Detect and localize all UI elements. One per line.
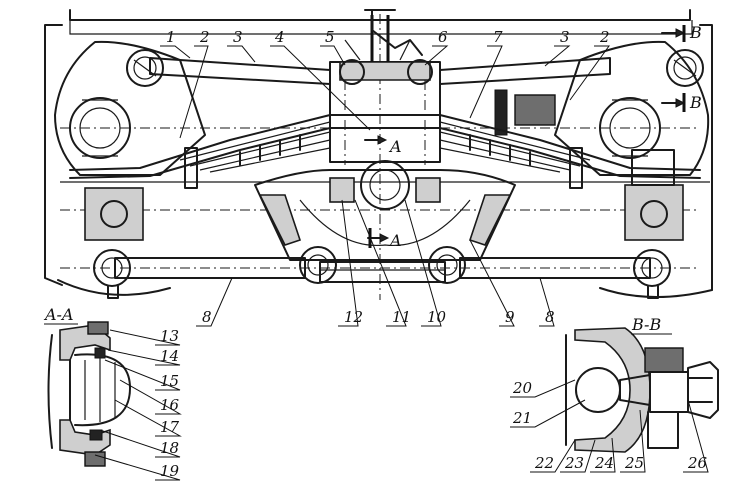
callout-label-19: 19 (160, 462, 180, 480)
callout-label-2b: 2 (599, 28, 610, 46)
leader-line-21 (510, 399, 586, 428)
callout-label-3a: 3 (233, 28, 243, 46)
callout-label-1: 1 (166, 28, 176, 46)
leader-line-7 (469, 45, 503, 119)
center-clamp (329, 9, 441, 165)
leader-line-3b (544, 45, 571, 67)
callout-label-18: 18 (160, 439, 179, 457)
leader-line-10 (404, 199, 442, 327)
leader-line-9 (469, 239, 515, 327)
trunnion-shafts (84, 149, 684, 241)
callout-label-13: 13 (160, 327, 179, 345)
leader-line-8a (196, 277, 233, 327)
section-bb-title: B-B (631, 315, 661, 334)
leader-line-23 (560, 439, 596, 473)
callout-label-16: 16 (160, 396, 180, 414)
leader-line-20 (510, 379, 576, 398)
callout-label-8b: 8 (545, 308, 555, 326)
callout-label-26: 26 (687, 454, 708, 472)
leader-line-19 (94, 454, 181, 481)
frame-outline (44, 9, 713, 299)
leader-line-3a (227, 45, 256, 63)
callout-label-25: 25 (624, 454, 644, 472)
callout-label-20: 20 (512, 379, 533, 397)
leader-line-17 (114, 399, 182, 437)
callout-label-3b: 3 (560, 28, 570, 46)
leader-line-4 (270, 45, 371, 131)
section-mark-a-top: A (388, 137, 402, 156)
callout-label-21: 21 (512, 409, 532, 427)
leaf-spring (60, 114, 710, 189)
section-aa-title: A-A (43, 305, 74, 324)
callout-label-7: 7 (493, 28, 503, 46)
callout-label-24: 24 (594, 454, 614, 472)
callout-label-17: 17 (160, 418, 180, 436)
leader-line-18 (99, 429, 181, 458)
trunnion-carrier (254, 160, 516, 261)
leader-line-12 (338, 199, 359, 327)
callout-label-15: 15 (160, 372, 179, 390)
section-bb-detail (565, 327, 719, 453)
leader-line-25 (620, 409, 646, 473)
callout-label-12: 12 (344, 308, 363, 326)
section-mark-b-bottom: B (689, 93, 702, 112)
leader-line-8b (539, 277, 555, 327)
leader-line-24 (590, 437, 616, 473)
leader-line-2b (569, 45, 610, 101)
leader-line-26 (683, 399, 709, 473)
leader-line-6 (424, 45, 449, 66)
leader-line-15 (104, 359, 181, 391)
leader-line-13 (109, 329, 181, 346)
callout-label-2a: 2 (199, 28, 210, 46)
callout-label-11: 11 (392, 308, 411, 326)
section-mark-a-bottom: A (388, 231, 402, 250)
callout-label-22: 22 (534, 454, 554, 472)
leader-line-11 (354, 199, 407, 327)
leader-line-2a (179, 45, 209, 139)
section-mark-b-top: B (689, 23, 702, 42)
callout-label-9: 9 (505, 308, 515, 326)
callout-label-14: 14 (160, 347, 179, 365)
callout-label-8a: 8 (202, 308, 212, 326)
callout-label-4: 4 (274, 28, 285, 46)
callout-label-6: 6 (438, 28, 448, 46)
callout-label-5: 5 (325, 28, 335, 46)
leader-line-14 (107, 349, 181, 366)
section-aa-detail (47, 321, 131, 467)
axle-brackets (54, 40, 710, 176)
lower-reaction-rods (93, 246, 671, 299)
leader-line-1 (160, 45, 191, 59)
callout-label-23: 23 (564, 454, 584, 472)
leader-line-16 (119, 379, 182, 415)
callout-label-10: 10 (427, 308, 447, 326)
leader-line-22 (530, 439, 576, 473)
leader-line-5 (320, 45, 346, 66)
